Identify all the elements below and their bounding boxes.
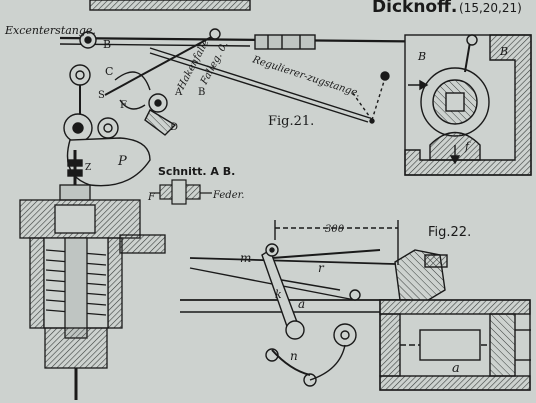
drop-lever xyxy=(104,34,216,96)
label-a-cylinder: a xyxy=(452,361,460,376)
letter-b-top: B xyxy=(103,38,111,51)
label-m: m xyxy=(240,251,251,265)
letter-s: S xyxy=(98,90,105,101)
rod-m xyxy=(189,257,396,265)
rod-coupling xyxy=(254,34,316,50)
header-title: Dicknoff. xyxy=(372,0,457,17)
cylinder-wall-left xyxy=(29,237,45,329)
cylinder-wall-right xyxy=(107,237,123,329)
mount-bracket xyxy=(119,234,166,254)
letter-d: D xyxy=(170,122,178,133)
valve-letter-b2: B xyxy=(499,45,508,58)
fig21-linkage xyxy=(59,0,476,187)
page-header: Dicknoff. (15,20,21) xyxy=(372,0,522,17)
letter-p: P xyxy=(117,154,127,169)
label-r: r xyxy=(318,261,325,275)
header-ref: (15,20,21) xyxy=(459,1,522,15)
valve-labels: B B f xyxy=(417,45,508,153)
fig22-labels: Fig.22. 300 m r k a n a xyxy=(240,224,471,376)
label-k: k xyxy=(275,288,282,301)
section-letter-f: F xyxy=(147,192,156,203)
letter-f: F xyxy=(120,100,127,111)
label-regulierer-zugstange: Regulierer-zugstange. xyxy=(250,54,361,100)
section-ab xyxy=(150,179,212,205)
label-excenterstange: Excenterstange. xyxy=(4,24,96,37)
letter-b: B xyxy=(198,87,205,98)
caption-fig22: Fig.22. xyxy=(428,225,471,240)
dashpot xyxy=(19,184,166,400)
dimension-300: 300 xyxy=(325,224,345,235)
label-n: n xyxy=(290,349,298,363)
valve-letter-f: f xyxy=(464,140,471,153)
upper-roller xyxy=(69,64,91,86)
letter-a: A xyxy=(174,87,183,98)
top-base-plate xyxy=(89,0,251,11)
valve-letter-b1: B xyxy=(417,50,426,63)
letter-z: Z xyxy=(85,163,91,173)
caption-fig21: Fig.21. xyxy=(268,114,314,129)
valve-housing xyxy=(404,34,532,176)
crank-boss xyxy=(333,323,357,347)
section-title: Schnitt. A B. xyxy=(158,165,235,178)
label-feder: Feder. xyxy=(212,190,245,201)
regulator-rod xyxy=(149,47,371,119)
section-labels: Schnitt. A B. F Feder. xyxy=(147,165,245,203)
letter-c: C xyxy=(105,65,113,78)
label-a-lever: a xyxy=(298,297,305,311)
valve-body xyxy=(404,34,532,176)
fig22-mechanism xyxy=(180,220,531,391)
